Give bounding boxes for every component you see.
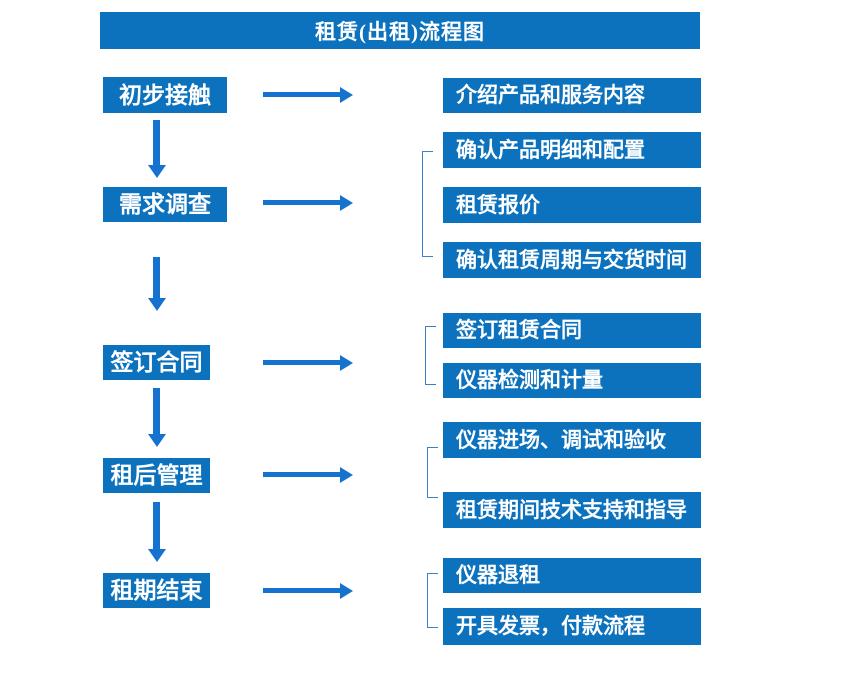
detail-rental-quote: 租赁报价	[443, 187, 701, 223]
detail-confirm-period-delivery: 确认租赁周期与交货时间	[443, 242, 701, 278]
right-arrow-icon-1	[263, 92, 340, 97]
group-bracket-post-rental	[427, 447, 438, 498]
detail-confirm-product-config: 确认产品明细和配置	[443, 132, 701, 168]
right-arrow-icon-3	[263, 360, 340, 365]
flowchart-title: 租赁(出租)流程图	[100, 12, 700, 49]
down-arrow-icon-1	[153, 120, 160, 165]
down-arrow-icon-2	[153, 257, 160, 298]
down-arrow-icon-3	[153, 388, 160, 434]
step-post-rental-management: 租后管理	[103, 458, 210, 493]
group-bracket-rental-end	[427, 573, 438, 628]
detail-introduce-products: 介绍产品和服务内容	[443, 78, 701, 113]
step-demand-survey: 需求调查	[103, 187, 227, 222]
detail-rental-tech-support: 租赁期间技术支持和指导	[443, 492, 701, 528]
right-arrow-icon-5	[263, 588, 340, 593]
detail-sign-rental-contract: 签订租赁合同	[443, 313, 701, 348]
right-arrow-icon-4	[263, 472, 340, 477]
detail-invoice-payment: 开具发票，付款流程	[443, 608, 701, 645]
step-rental-end: 租期结束	[103, 573, 210, 608]
down-arrow-icon-4	[153, 502, 160, 549]
detail-instrument-setup-acceptance: 仪器进场、调试和验收	[443, 422, 701, 458]
group-bracket-sign-contract	[425, 326, 436, 385]
step-sign-contract: 签订合同	[103, 345, 210, 380]
detail-instrument-return: 仪器退租	[443, 558, 701, 593]
detail-instrument-inspection: 仪器检测和计量	[443, 363, 701, 398]
step-initial-contact: 初步接触	[103, 77, 227, 113]
right-arrow-icon-2	[263, 200, 340, 205]
group-bracket-demand-survey	[422, 151, 433, 257]
